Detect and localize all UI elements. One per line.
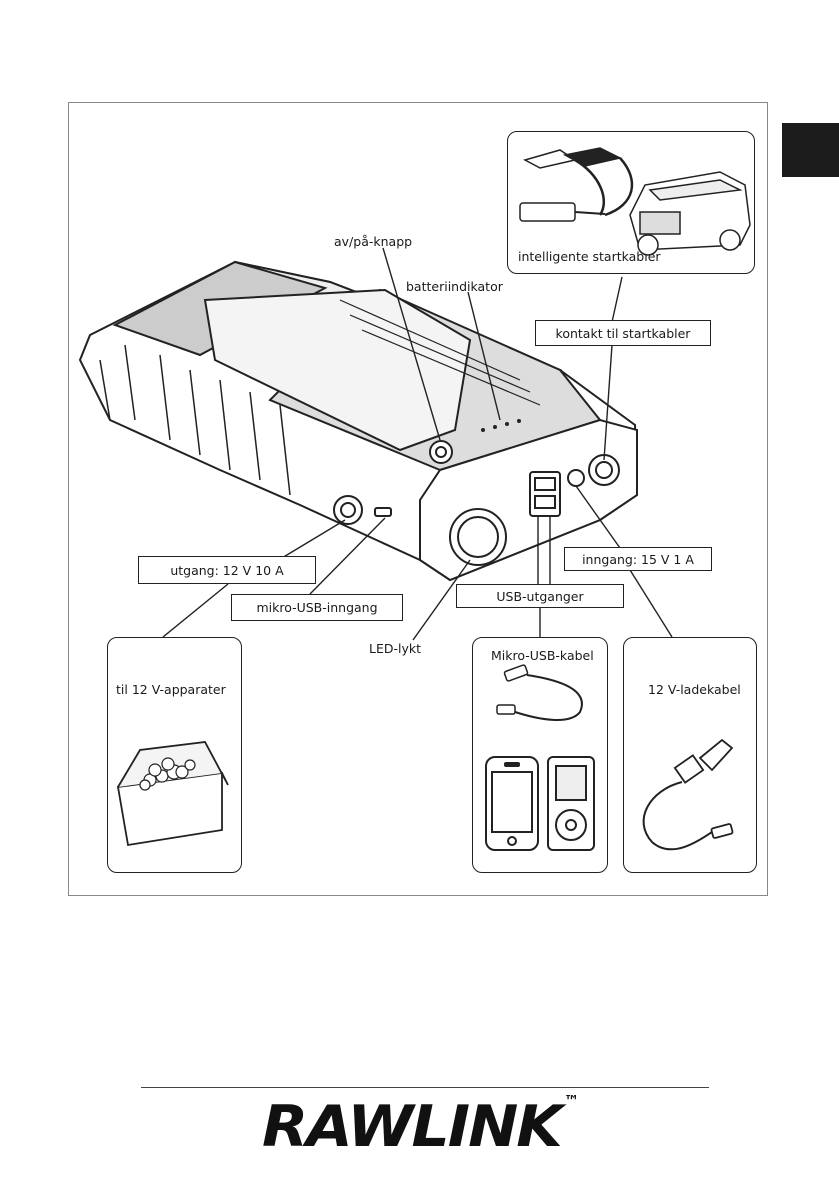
cooler-box-art [118,742,228,845]
micro-usb-cable-art [497,665,582,720]
jumper-connector-callout: kontakt til startkabler [535,320,711,346]
micro-usb-input-callout: mikro-USB-inngang [231,594,403,621]
jump-starter-device [80,262,637,580]
output-12v-callout: utgang: 12 V 10 A [138,556,316,584]
input-15v-callout: inngang: 15 V 1 A [564,547,712,571]
charger-cable-art [644,740,733,849]
power-button-label: av/på-knapp [334,234,412,249]
devices-art [486,757,594,850]
usb-outputs-callout: USB-utganger [456,584,624,608]
battery-indicator-label: batteriindikator [406,279,503,294]
led-light-label: LED-lykt [369,641,421,656]
jumper-cable-art [520,148,750,255]
